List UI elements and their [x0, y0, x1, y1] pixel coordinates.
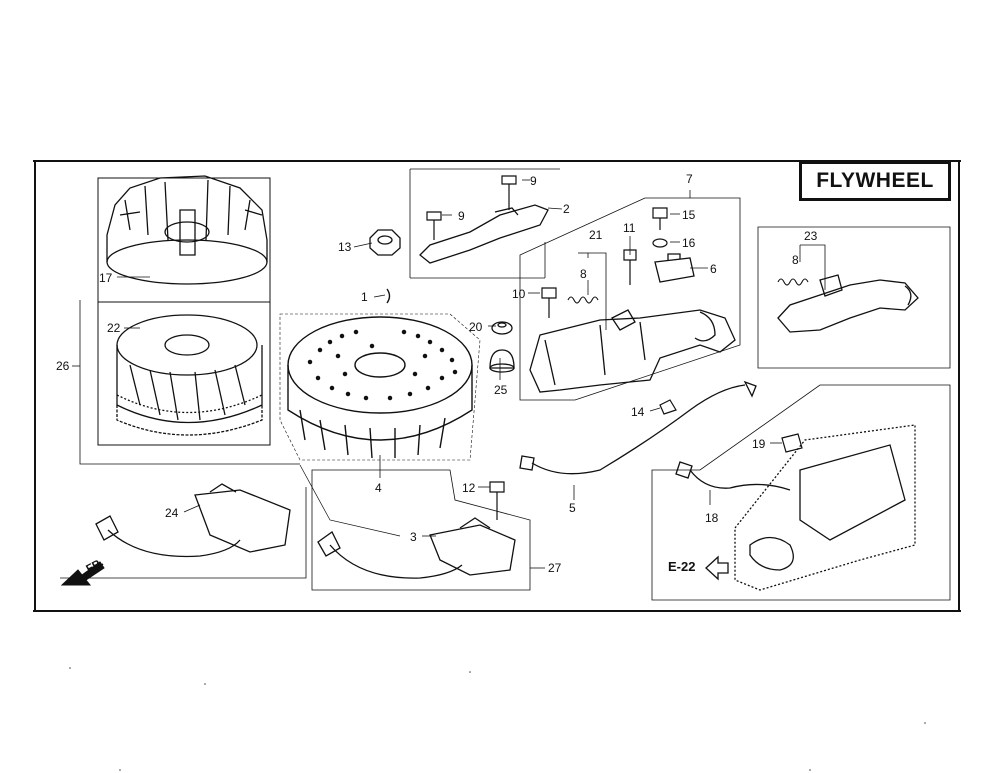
- callout-20: 20: [469, 320, 483, 334]
- callout-12: 12: [462, 481, 476, 495]
- callout-5: 5: [569, 501, 576, 515]
- callout-25: 25: [494, 383, 508, 397]
- callout-27: 27: [548, 561, 562, 575]
- part-22-drawing: [116, 314, 263, 436]
- callout-13: 13: [338, 240, 352, 254]
- part-5-drawing: [519, 380, 757, 475]
- callout-18: 18: [705, 511, 719, 525]
- part-20-drawing: [491, 321, 513, 335]
- callout-9: 9: [530, 174, 537, 188]
- diagram-title: FLYWHEEL: [799, 161, 951, 201]
- page-reference-label[interactable]: E-22: [668, 559, 696, 574]
- callout-24: 24: [165, 506, 179, 520]
- callout-16: 16: [682, 236, 696, 250]
- part-15-drawing: [652, 207, 668, 230]
- callout-14: 14: [631, 405, 645, 419]
- callout-22: 22: [107, 321, 121, 335]
- callout-6: 6: [710, 262, 717, 276]
- part-11-drawing: [623, 249, 637, 285]
- part-13-drawing: [369, 229, 401, 256]
- callout-21: 21: [589, 228, 603, 242]
- callout-7: 7: [686, 172, 693, 186]
- callout-15: 15: [682, 208, 696, 222]
- part-17-drawing: [106, 175, 268, 285]
- part-16-drawing: [652, 238, 668, 248]
- part-4-drawing: [287, 316, 473, 459]
- outline-arrow-left-icon: [705, 555, 729, 581]
- part-7-drawing: [529, 309, 736, 393]
- part-1-drawing: [386, 288, 391, 304]
- callout-17: 17: [99, 271, 113, 285]
- part-3-drawing: [317, 517, 516, 579]
- callout-23: 23: [804, 229, 818, 243]
- part-19-drawing: [781, 433, 803, 453]
- callout-8-right: 8: [792, 253, 799, 267]
- callout-1: 1: [361, 290, 368, 304]
- callout-11: 11: [623, 221, 636, 235]
- part-10-drawing: [541, 287, 557, 318]
- part-24-drawing: [95, 483, 291, 558]
- callout-9-left: 9: [458, 209, 465, 223]
- part-14-drawing: [659, 399, 677, 415]
- part-23-drawing: [777, 274, 919, 333]
- callout-19: 19: [752, 437, 766, 451]
- callout-10: 10: [512, 287, 526, 301]
- part-25-drawing: [489, 349, 515, 373]
- part-6-drawing: [654, 253, 695, 283]
- callout-4: 4: [375, 481, 382, 495]
- part-2-drawing: [419, 204, 549, 264]
- callout-2: 2: [563, 202, 570, 216]
- callout-8: 8: [580, 267, 587, 281]
- part-12-drawing: [489, 481, 505, 520]
- callout-3: 3: [410, 530, 417, 544]
- part-8-drawing: [567, 278, 809, 304]
- arrow-down-left-icon: [60, 561, 105, 586]
- part-9-drawing: [426, 175, 517, 240]
- callout-26: 26: [56, 359, 70, 373]
- part-18-drawing: [675, 424, 916, 591]
